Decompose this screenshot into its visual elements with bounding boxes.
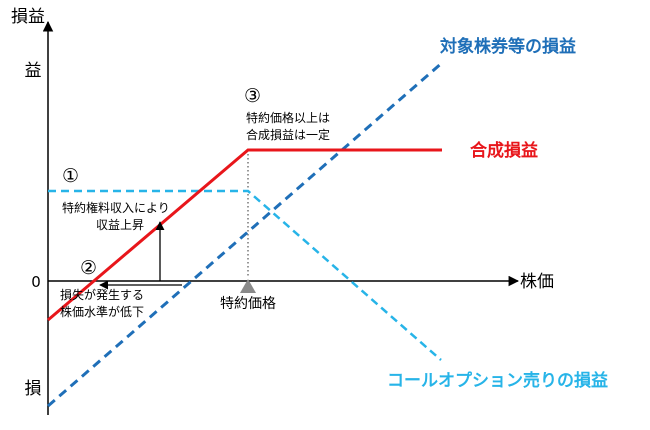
y-axis-bottom-label: 損: [25, 379, 42, 399]
underlying-series-label: 対象株券等の損益: [439, 36, 576, 57]
y-axis-top-label: 益: [25, 61, 42, 81]
annotation-2-marker: ②: [80, 257, 97, 279]
strike-label: 特約価格: [220, 296, 276, 312]
composite-series-line: [47, 148, 442, 322]
underlying-series-line: [47, 60, 444, 408]
short-call-series-line: [48, 189, 442, 361]
annotation-1-line2: 収益上昇: [96, 218, 144, 232]
y-axis-title: 損益: [11, 7, 45, 27]
x-axis-title: 株価: [520, 272, 554, 292]
strike-marker-icon: [240, 279, 256, 293]
zero-label: 0: [31, 273, 41, 291]
annotation-3-line1: 特約価格以上は: [246, 110, 330, 125]
annotation-2-line2: 株価水準が低下: [60, 304, 144, 319]
annotation-1-line1: 特約権料収入により: [62, 200, 170, 215]
annotation-2-line1: 損失が発生する: [60, 287, 144, 302]
composite-series-label: 合成損益: [470, 140, 538, 161]
annotation-3-line2: 合成損益は一定: [246, 127, 330, 142]
short-call-series-label: コールオプション売りの損益: [387, 370, 608, 391]
annotation-3-marker: ③: [244, 85, 261, 107]
annotation-1-marker: ①: [62, 165, 79, 187]
